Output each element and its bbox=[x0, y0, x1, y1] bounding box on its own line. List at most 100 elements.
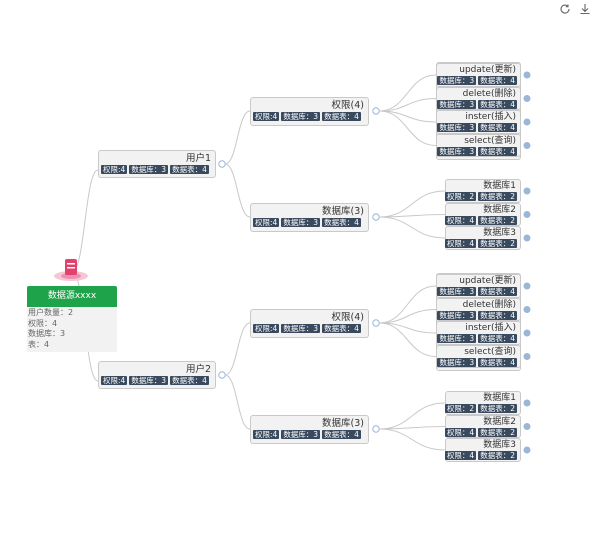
permission-item-2-2-badge-1: 数据表：4 bbox=[478, 310, 517, 320]
permission-item-2-2-badge-0: 数据库：3 bbox=[437, 310, 477, 320]
permission-item-1-1-port[interactable] bbox=[523, 71, 531, 79]
database-item-1-3-badge-0: 权限：4 bbox=[444, 239, 477, 248]
permission-item-1-1-badge-1: 数据表：4 bbox=[478, 76, 517, 85]
permission-group-2-title: 权限(4) bbox=[331, 312, 364, 323]
permission-group-2-badge-0: 权限:4 bbox=[253, 324, 280, 333]
database-item-2-3-badge-0: 权限：4 bbox=[444, 451, 477, 460]
user-node-1-badge-0: 权限:4 bbox=[101, 165, 128, 174]
permission-item-2-4-badge-0: 数据库：3 bbox=[437, 357, 477, 367]
edge-user-database-1 bbox=[224, 163, 251, 218]
permission-item-2-1-badge-0: 数据库：3 bbox=[437, 287, 477, 296]
permission-item-1-3-title: inster(插入) bbox=[465, 112, 516, 122]
permission-group-1-badge-0: 权限:4 bbox=[253, 112, 280, 121]
permission-item-1-3-badge-0: 数据库：3 bbox=[437, 123, 477, 132]
database-item-2-3-port[interactable] bbox=[523, 446, 531, 454]
permission-item-2-1-badge-1: 数据表：4 bbox=[478, 287, 517, 296]
database-group-1-port[interactable] bbox=[372, 213, 380, 221]
database-group-1-badge-0: 权限:4 bbox=[253, 218, 280, 227]
user-node-2-port[interactable] bbox=[218, 371, 226, 379]
database-group-2-port[interactable] bbox=[372, 425, 380, 433]
database-item-2-1-badge-0: 权限：2 bbox=[444, 404, 477, 413]
permission-item-2-4-port[interactable] bbox=[523, 353, 531, 360]
edge-permission-item-2-3 bbox=[378, 322, 437, 334]
edge-user-permission-2 bbox=[224, 322, 251, 376]
edge-permission-item-1-4 bbox=[378, 110, 437, 146]
permission-group-2-port[interactable] bbox=[372, 319, 380, 327]
edge-permission-item-1-1 bbox=[378, 74, 437, 112]
root-node-header[interactable]: 数据源xxxx bbox=[27, 286, 117, 307]
user-node-2-title: 用户2 bbox=[185, 364, 211, 375]
database-group-1-badge-2: 数据表：4 bbox=[322, 218, 361, 227]
user-node-1-port[interactable] bbox=[218, 160, 226, 168]
permission-item-2-3-title: inster(插入) bbox=[465, 323, 516, 333]
permission-item-1-3-badge-1: 数据表：4 bbox=[478, 123, 517, 132]
user-node-1-badge-1: 数据库：3 bbox=[129, 165, 169, 174]
database-icon bbox=[54, 259, 88, 281]
database-item-1-1-port[interactable] bbox=[523, 187, 531, 195]
database-group-1-badge-1: 数据库：3 bbox=[281, 218, 321, 227]
permission-item-2-3-badge-0: 数据库：3 bbox=[437, 334, 477, 343]
user-node-2-badge-0: 权限:4 bbox=[101, 376, 128, 385]
database-item-2-3-badge-1: 数据表：2 bbox=[478, 451, 517, 460]
edge-user-database-2 bbox=[224, 374, 251, 430]
permission-item-2-3-port[interactable] bbox=[523, 329, 531, 337]
permission-item-2-4-badge-1: 数据表：4 bbox=[478, 357, 517, 367]
permission-item-1-4-port[interactable] bbox=[523, 142, 531, 149]
edge-database-item-1-1 bbox=[378, 190, 446, 218]
permission-item-2-1-port[interactable] bbox=[523, 282, 531, 290]
database-item-1-3-badge-1: 数据表：2 bbox=[478, 239, 517, 248]
permission-item-1-4-badge-1: 数据表：4 bbox=[478, 146, 517, 156]
database-group-2-badge-0: 权限:4 bbox=[253, 430, 280, 439]
edge-database-item-1-2 bbox=[378, 214, 446, 218]
permission-item-1-3-port[interactable] bbox=[523, 118, 531, 126]
download-icon[interactable] bbox=[578, 2, 592, 16]
permission-group-1-title: 权限(4) bbox=[331, 100, 364, 111]
database-item-2-1-title: 数据库1 bbox=[483, 393, 516, 403]
permission-item-1-2-port[interactable] bbox=[523, 95, 531, 102]
database-item-1-2-port[interactable] bbox=[523, 211, 531, 218]
database-group-2-badge-1: 数据库：3 bbox=[281, 430, 321, 439]
permission-item-2-2-port[interactable] bbox=[523, 306, 531, 313]
database-item-2-1-port[interactable] bbox=[523, 399, 531, 407]
permission-group-1-port[interactable] bbox=[372, 107, 380, 115]
permission-group-1-badge-2: 数据表：4 bbox=[322, 112, 361, 121]
database-group-1-title: 数据库(3) bbox=[322, 206, 364, 217]
permission-item-1-1-badge-0: 数据库：3 bbox=[437, 76, 477, 85]
database-item-2-1-badge-1: 数据表：2 bbox=[478, 404, 517, 413]
permission-item-1-4-title: select(查询) bbox=[464, 135, 516, 146]
database-item-1-2-title: 数据库2 bbox=[483, 204, 516, 215]
user-node-1-badge-2: 数据表：4 bbox=[170, 165, 209, 174]
database-item-1-3-port[interactable] bbox=[523, 234, 531, 242]
database-item-2-2-port[interactable] bbox=[523, 423, 531, 430]
refresh-icon[interactable] bbox=[558, 2, 572, 16]
edge-permission-item-2-2 bbox=[378, 309, 437, 324]
